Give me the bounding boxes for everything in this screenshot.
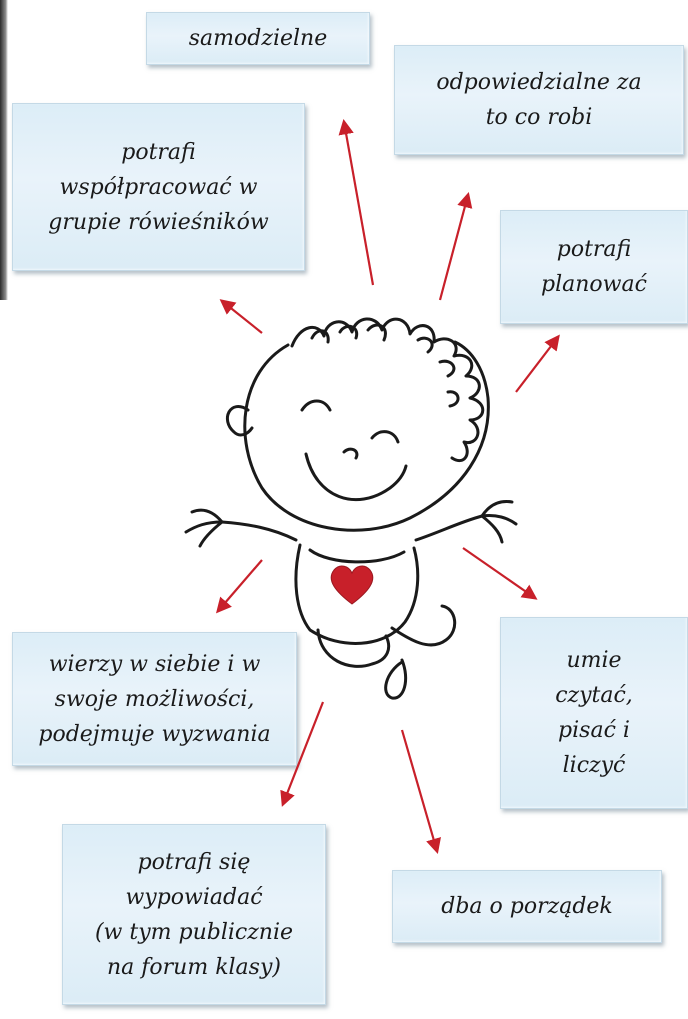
arrow-to-umie xyxy=(463,548,535,598)
arrow-to-planowac xyxy=(516,337,558,392)
child-left-eye xyxy=(302,401,330,410)
child-legs xyxy=(318,630,389,666)
happy-child-drawing xyxy=(186,319,516,698)
child-hair xyxy=(292,319,483,461)
arrow-to-wierzy xyxy=(218,560,262,611)
child-right-arm xyxy=(416,516,482,540)
child-right-eye xyxy=(372,432,398,442)
heart-icon xyxy=(331,566,373,604)
child-ear xyxy=(227,407,252,435)
child-left-arm xyxy=(222,522,296,540)
arrows xyxy=(218,122,558,851)
child-head xyxy=(245,342,489,530)
child-smile xyxy=(306,454,406,500)
arrow-to-odpowiedzialne xyxy=(440,195,468,300)
arrow-to-samodzielne xyxy=(344,122,373,285)
child-nose xyxy=(344,449,357,458)
arrow-to-wypowiadac xyxy=(283,702,323,804)
arrow-to-porzadek xyxy=(402,730,437,851)
arrow-to-wspolpracowac xyxy=(222,301,262,333)
